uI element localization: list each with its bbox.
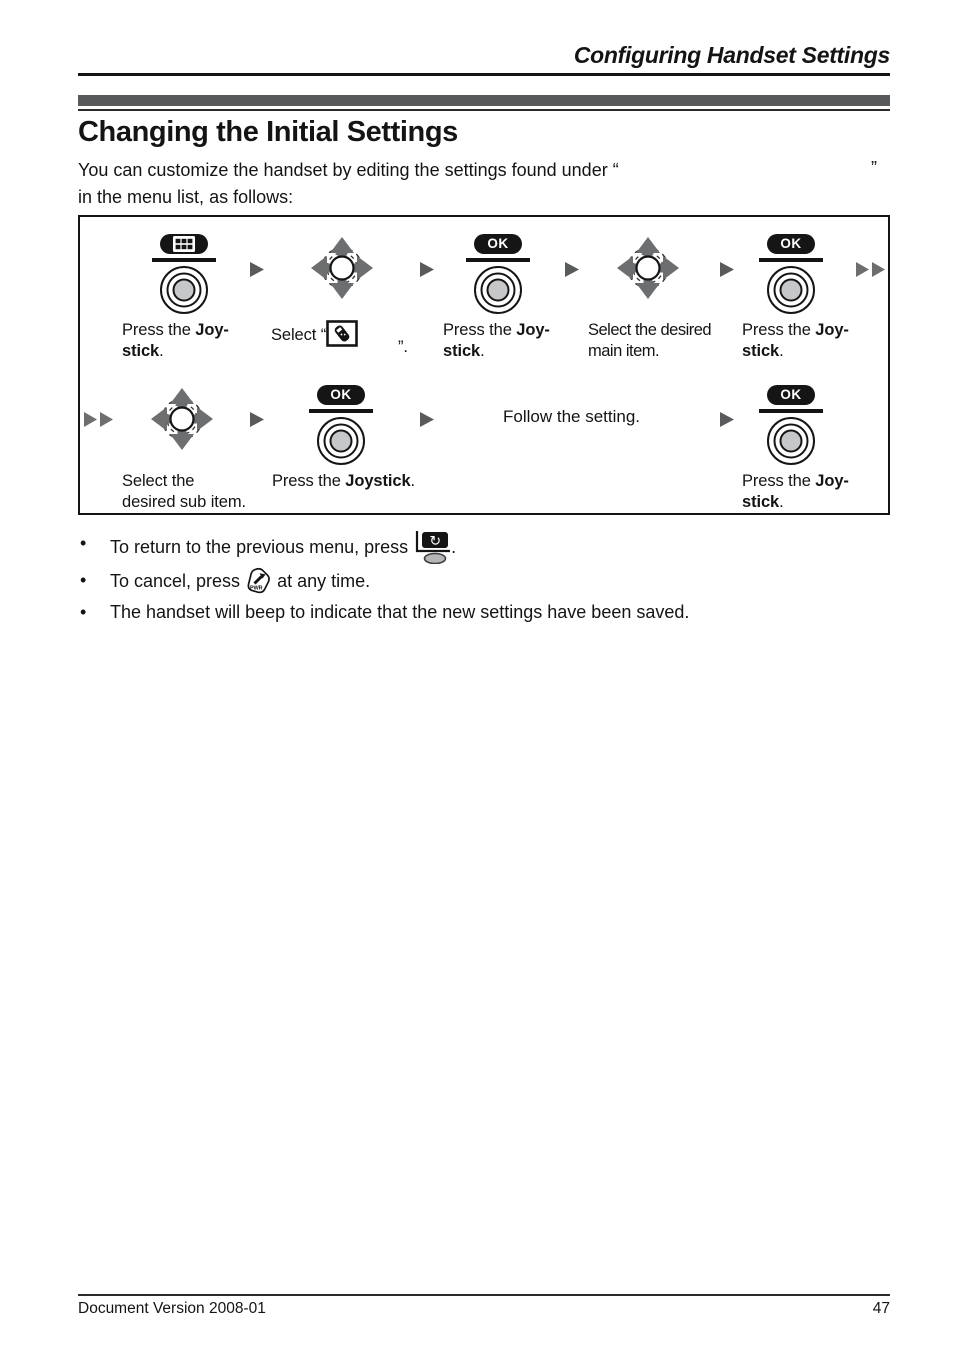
ok-key-joystick-group: OK xyxy=(296,385,386,466)
ok-label: OK xyxy=(487,236,509,252)
bullet-marker: • xyxy=(80,602,87,622)
caption-press-joystick: Press the Joy- stick. xyxy=(443,321,550,360)
ok-key-joystick-group: OK xyxy=(746,234,836,315)
joystick-icon xyxy=(160,265,208,314)
section-thin-rule xyxy=(78,109,890,111)
caption-select-sub-item: Select the desired sub item. xyxy=(122,472,246,511)
joystick-icon xyxy=(767,416,815,465)
ok-soft-key-icon: OK xyxy=(474,234,522,254)
procedure-diagram: OK xyxy=(78,215,890,515)
caption-press-joystick-inline: Press the Joystick. xyxy=(272,472,416,490)
caption-follow-setting: Follow the setting. xyxy=(503,407,641,426)
flow-arrow-icon xyxy=(720,262,734,277)
page-header-title: Configuring Handset Settings xyxy=(573,42,890,68)
key-underline xyxy=(759,258,823,262)
ok-label: OK xyxy=(330,387,352,403)
navigator-joystick-icon xyxy=(311,237,373,299)
ok-soft-key-icon: OK xyxy=(767,385,815,405)
double-arrow-icon xyxy=(84,412,113,427)
caption-select-main-item: Select the desired main item. xyxy=(588,321,712,360)
joystick-icon xyxy=(767,265,815,314)
refresh-glyph: ↻ xyxy=(429,533,441,549)
flow-arrow-icon xyxy=(420,262,434,277)
key-underline xyxy=(759,409,823,413)
flow-arrow-icon xyxy=(720,412,734,427)
ok-key-joystick-group: OK xyxy=(746,385,836,466)
pwr-label: PWR xyxy=(250,586,263,592)
back-key-icon: ↻ xyxy=(416,531,451,564)
intro-paragraph: You can customize the handset by editing… xyxy=(78,157,890,211)
bullet-marker: • xyxy=(80,570,87,590)
navigator-joystick-icon xyxy=(151,388,213,450)
bullet-marker: • xyxy=(80,533,87,553)
key-underline xyxy=(152,258,216,262)
caption-select-icon: Select “ xyxy=(271,320,358,347)
menu-key-joystick-group xyxy=(139,234,229,315)
ok-label: OK xyxy=(780,387,802,403)
navigator-joystick-icon xyxy=(617,237,679,299)
intro-line2: in the menu list, as follows: xyxy=(78,187,294,207)
flow-arrow-icon xyxy=(420,412,434,427)
ok-soft-key-icon: OK xyxy=(767,234,815,254)
ok-soft-key-icon: OK xyxy=(317,385,365,405)
double-arrow-icon xyxy=(856,262,885,277)
caption-press-joystick: Press the Joy- stick. xyxy=(742,321,849,360)
section-gray-bar xyxy=(78,95,890,106)
caption-select-icon-close: ”. xyxy=(398,338,408,356)
menu-grid-icon xyxy=(173,236,195,252)
caption-press-joystick: Press the Joy- stick. xyxy=(742,472,849,511)
page-title: Changing the Initial Settings xyxy=(78,116,458,148)
intro-close-quote: ” xyxy=(871,158,877,178)
flow-arrow-icon xyxy=(565,262,579,277)
ok-key-joystick-group: OK xyxy=(453,234,543,315)
footer-document-version: Document Version 2008-01 xyxy=(78,1300,266,1317)
joystick-icon xyxy=(474,265,522,314)
key-underline xyxy=(466,258,530,262)
joystick-icon xyxy=(317,416,365,465)
header-rule xyxy=(78,73,890,76)
flow-arrow-icon xyxy=(250,262,264,277)
ok-label: OK xyxy=(780,236,802,252)
power-key-icon: PWR xyxy=(247,567,270,594)
menu-soft-key-icon xyxy=(160,234,208,254)
key-underline xyxy=(309,409,373,413)
flow-arrow-icon xyxy=(250,412,264,427)
footer-page-number: 47 xyxy=(872,1300,890,1317)
handset-setting-icon xyxy=(326,320,358,347)
caption-press-joystick: Press the Joy- stick. xyxy=(122,321,229,360)
intro-line1: You can customize the handset by editing… xyxy=(78,160,619,180)
footer-rule xyxy=(78,1294,890,1296)
